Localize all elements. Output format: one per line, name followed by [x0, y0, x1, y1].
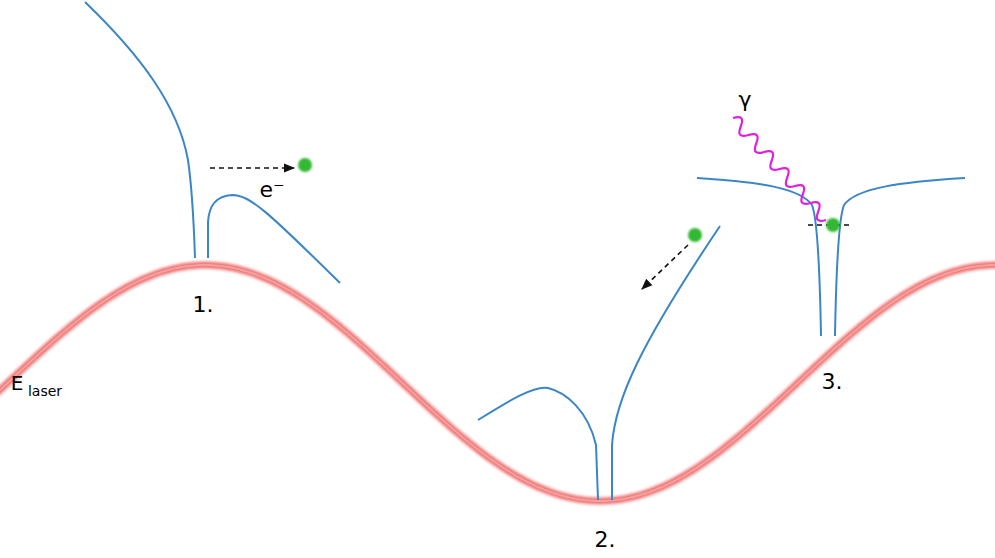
laser-wave [0, 265, 995, 501]
potential-curve [697, 178, 965, 336]
field-symbol: E [11, 373, 24, 393]
electron-dot [298, 158, 312, 172]
electron-dot [688, 228, 702, 242]
potential-curve [85, 2, 340, 283]
photon-label: γ [738, 89, 751, 111]
electron-dot [826, 218, 840, 232]
photon-wave [733, 117, 826, 221]
step-number: 1. [193, 294, 214, 316]
laser-wave-core [0, 265, 995, 501]
return-arrow [642, 245, 688, 289]
step-number: 3. [822, 371, 843, 393]
electron-label: e⁻ [259, 179, 284, 201]
potential-curve [478, 226, 720, 500]
step-number: 2. [595, 529, 616, 551]
tunnel-arrow [210, 167, 294, 169]
field-subscript: laser [28, 384, 62, 398]
